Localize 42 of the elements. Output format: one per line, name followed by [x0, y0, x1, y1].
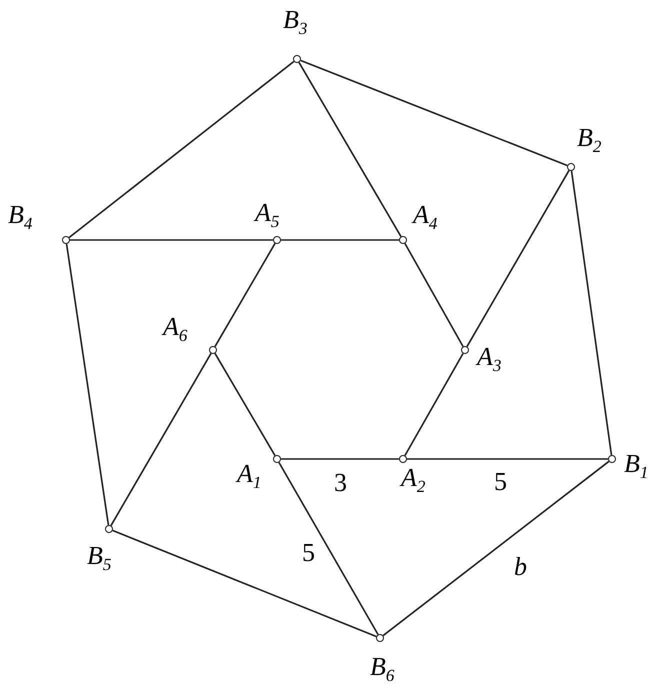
- segment: [66, 244, 110, 526]
- point-marker: [376, 634, 384, 642]
- point-marker: [62, 236, 70, 244]
- segment: [281, 239, 399, 241]
- segment: [278, 462, 379, 635]
- point-label: B$_{3}$: [283, 7, 308, 38]
- point-label: A$_{3}$: [477, 344, 502, 374]
- point-marker: [293, 55, 301, 63]
- point-marker: [567, 163, 575, 171]
- segment: [404, 353, 464, 456]
- point-label: B$_{5}$: [87, 543, 112, 574]
- point-label: B$_{1}$: [624, 451, 648, 482]
- point-marker: [105, 525, 113, 533]
- point-label: A$_{1}$: [237, 461, 262, 492]
- segment: [404, 243, 464, 347]
- point-label: A$_{6}$: [163, 314, 188, 344]
- point-marker: [608, 455, 616, 463]
- point-label: A$_{4}$: [413, 202, 438, 232]
- point-marker: [399, 455, 407, 463]
- segment: [214, 243, 276, 347]
- segment: [70, 239, 273, 241]
- segment: [281, 458, 399, 460]
- point-marker: [273, 236, 281, 244]
- segment: [110, 353, 212, 526]
- segment: [466, 170, 570, 347]
- point-marker: [209, 346, 217, 354]
- segment: [112, 530, 377, 638]
- point-label: B$_{2}$: [577, 125, 602, 156]
- point-marker: [273, 455, 281, 463]
- point-label: B$_{4}$: [8, 202, 32, 232]
- point-marker: [461, 346, 469, 354]
- segment: [300, 60, 568, 166]
- segment: [407, 458, 608, 460]
- segment: [214, 353, 276, 456]
- segment: [570, 170, 612, 456]
- point-label: B$_{6}$: [370, 654, 394, 684]
- point-label: A$_{2}$: [401, 465, 426, 496]
- segment: [382, 460, 610, 636]
- segment: [68, 60, 294, 238]
- segment: [298, 62, 402, 237]
- point-label: A$_{5}$: [255, 200, 280, 230]
- point-marker: [399, 236, 407, 244]
